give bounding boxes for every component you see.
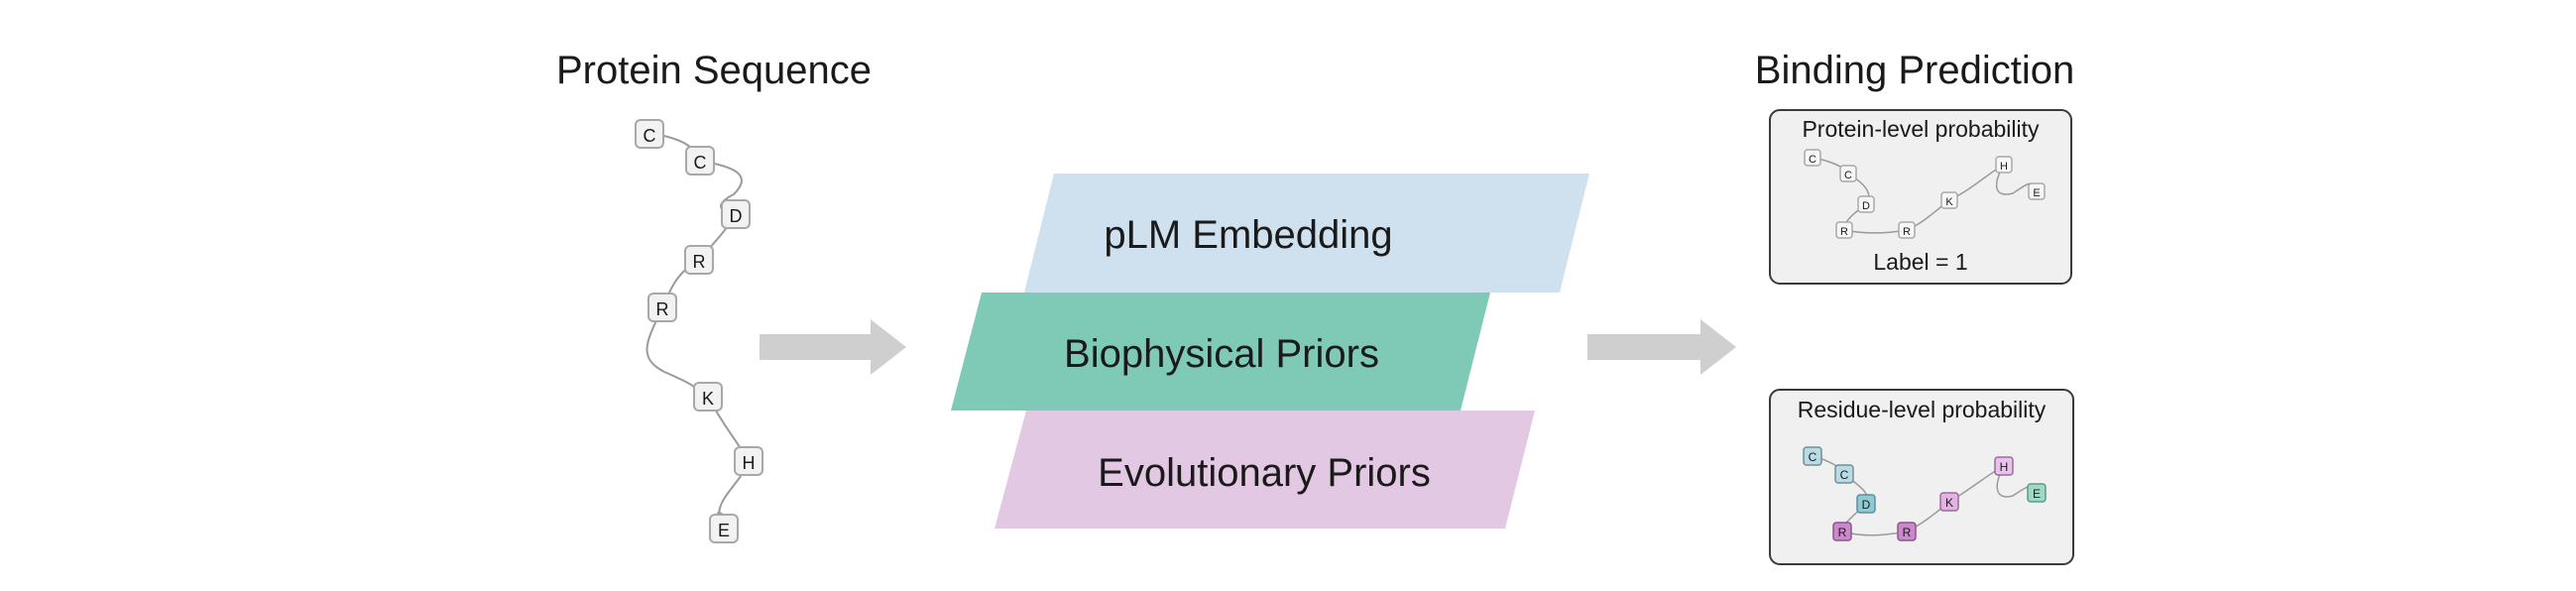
left-residue-2: C [685,146,715,176]
protein-level-label: Label = 1 [1873,249,1967,275]
left-residue-3: D [721,199,751,229]
left-residue-7: H [734,446,763,476]
protein-level-residue: C [1804,149,1821,167]
layer-evolutionary-priors-label: Evolutionary Priors [1098,451,1431,495]
layer-plm-embedding: pLM Embedding [1024,174,1589,293]
svg-text:R: R [1903,226,1911,238]
left-chain [645,132,751,530]
protein-level-residue: K [1940,191,1958,209]
residue-level-title: Residue-level probability [1798,397,2047,422]
layer-evolutionary-priors: Evolutionary Priors [995,411,1535,529]
svg-text:E: E [718,521,730,540]
residue-level-residue: E [2027,483,2047,503]
svg-text:C: C [1809,450,1817,464]
left-residue-chain: C C D R R K H E [635,119,763,543]
svg-text:R: R [1903,526,1912,539]
layer-plm-embedding-label: pLM Embedding [1104,213,1392,257]
layer-biophysical-priors: Biophysical Priors [951,293,1490,411]
protein-level-residue: R [1835,221,1853,239]
residue-level-residue: D [1856,494,1876,514]
protein-level-residue: H [1995,156,2013,174]
svg-text:H: H [2000,460,2009,474]
svg-text:E: E [2033,487,2041,501]
svg-text:D: D [730,206,743,226]
residue-level-residue: C [1803,446,1822,466]
binding-prediction-title: Binding Prediction [1755,49,2074,92]
residue-level-residue: C [1834,464,1854,484]
svg-text:C: C [1809,154,1816,166]
svg-text:K: K [1945,496,1953,510]
svg-text:R: R [1838,526,1847,539]
residue-level-residue: K [1939,492,1959,512]
left-residue-4: R [684,245,714,275]
left-residue-6: K [693,382,723,412]
svg-text:E: E [2033,187,2040,199]
residue-level-residue: R [1897,522,1917,541]
protein-level-box: Protein-level probability C C D R R K H [1769,109,2072,285]
protein-sequence-title: Protein Sequence [556,49,872,92]
svg-text:C: C [1840,468,1849,482]
protein-level-residue: R [1898,221,1916,239]
protein-level-residue: D [1857,195,1875,213]
svg-text:H: H [743,453,756,473]
svg-text:K: K [702,389,714,409]
protein-level-residue: E [2028,182,2046,200]
layer-biophysical-priors-label: Biophysical Priors [1064,332,1379,376]
svg-text:K: K [1945,196,1953,208]
residue-level-residue: H [1994,456,2014,476]
svg-text:C: C [644,126,656,146]
svg-text:R: R [1840,226,1848,238]
arrow-right-icon [1587,319,1736,375]
left-residue-1: C [635,119,664,149]
residue-level-box: Residue-level probability C C D R R K H [1769,389,2074,565]
svg-text:R: R [693,252,706,272]
svg-text:H: H [2000,161,2008,173]
left-residue-8: E [709,514,739,543]
protein-level-title: Protein-level probability [1802,116,2040,142]
left-residue-5: R [647,293,677,322]
svg-text:C: C [694,153,707,173]
svg-text:R: R [656,299,669,319]
residue-level-residue: R [1832,522,1852,541]
protein-level-residue: C [1839,165,1857,182]
svg-text:D: D [1862,200,1870,212]
svg-text:C: C [1844,170,1852,181]
svg-text:D: D [1862,498,1871,512]
arrow-right-icon [760,319,906,375]
